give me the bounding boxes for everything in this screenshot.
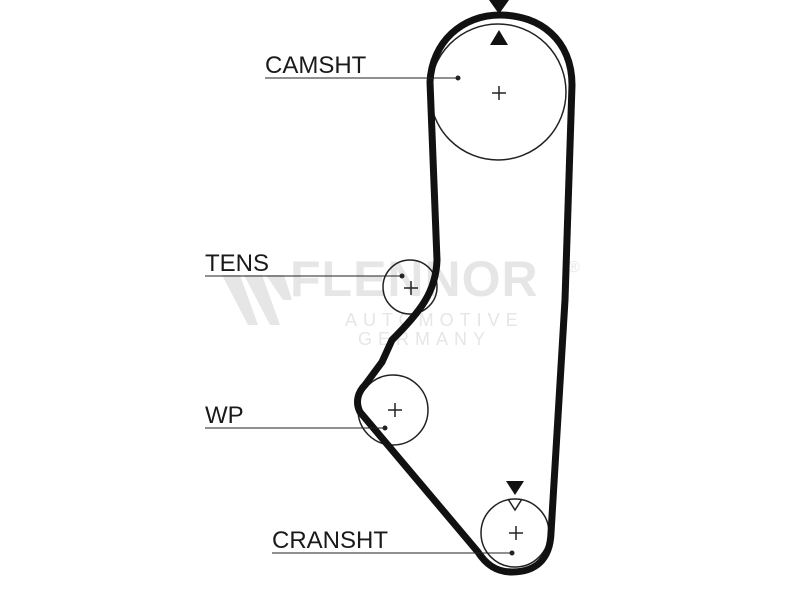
tensioner-pulley [382,259,438,315]
timing-belt [354,11,576,576]
timing-arrow-down-icon [489,0,509,14]
camshaft-leader [265,75,461,81]
crankshaft-center-icon [509,526,523,540]
water-pump-center-icon [388,403,402,417]
timing-notch-icon [507,498,523,512]
camshaft-timing-mark [489,0,509,45]
timing-arrow-down-icon [506,481,524,495]
water-pump-label: WP [205,402,244,429]
tensioner-leader [205,273,405,279]
watermark-line2: GERMANY [358,329,491,349]
watermark-line1: AUTOMOTIVE [345,310,524,330]
timing-arrow-up-icon [490,30,508,45]
crankshaft-timing-mark [506,481,524,512]
watermark-brand: FLENNOR [290,251,539,307]
water-pump-leader [205,425,388,431]
watermark-registered-mark: ® [568,259,580,276]
tensioner-label: TENS [205,250,269,277]
camshaft-center-icon [492,86,506,100]
tensioner-center-icon [404,281,418,295]
camshaft-label: CAMSHT [265,52,367,79]
watermark-logo-icon [222,275,292,325]
crankshaft-leader [272,550,515,556]
crankshaft-label: CRANSHT [272,527,388,554]
